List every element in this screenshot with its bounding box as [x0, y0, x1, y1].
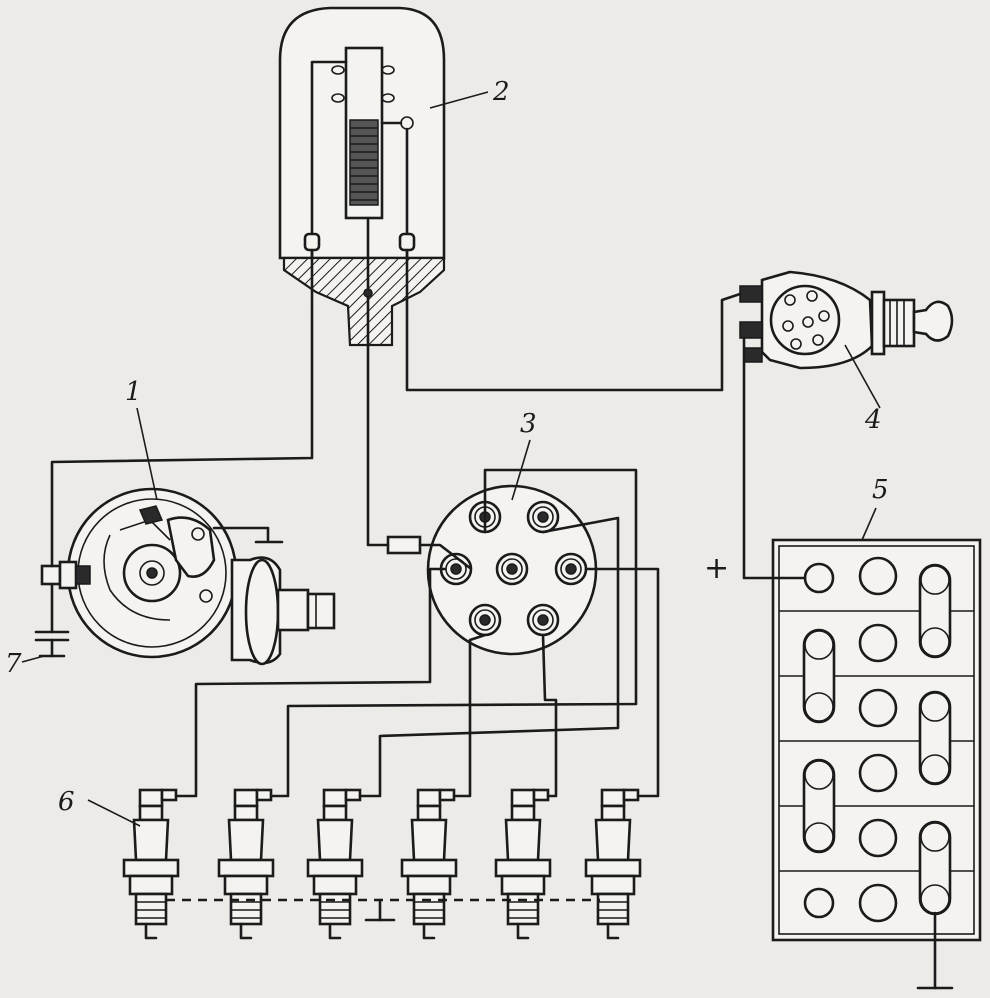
spark-plugs	[122, 788, 642, 940]
battery-positive-terminal	[803, 562, 835, 594]
label-distributor: 1	[125, 377, 142, 407]
wiring	[50, 292, 807, 798]
suppressor-resistor	[386, 535, 422, 555]
spark-plug-3	[306, 788, 364, 940]
spark-plug-6	[584, 788, 642, 940]
cap-terminal-right	[554, 552, 588, 586]
label-capacitor: 7	[5, 649, 22, 679]
spark-plug-2	[217, 788, 275, 940]
label-distributor-cap: 3	[520, 409, 537, 439]
battery	[771, 538, 982, 990]
label-battery: 5	[872, 475, 889, 505]
battery-plus-sign: +	[704, 551, 729, 586]
label-ignition-coil: 2	[492, 77, 510, 107]
label-ignition-switch: 4	[864, 405, 882, 435]
ignition-switch	[739, 270, 954, 370]
capacitor	[34, 582, 70, 658]
cap-terminal-center	[495, 552, 529, 586]
label-spark-plug: 6	[58, 787, 75, 817]
distributor	[40, 487, 336, 666]
cap-terminal-bottom-left	[468, 603, 502, 637]
spark-plug-4	[400, 788, 458, 940]
distributor-cap	[386, 484, 598, 656]
spark-plug-1	[122, 788, 180, 940]
cap-terminal-top-right	[526, 500, 560, 534]
spark-plug-5	[494, 788, 552, 940]
cap-terminal-bottom-right	[526, 603, 560, 637]
ignition-coil	[278, 6, 446, 347]
